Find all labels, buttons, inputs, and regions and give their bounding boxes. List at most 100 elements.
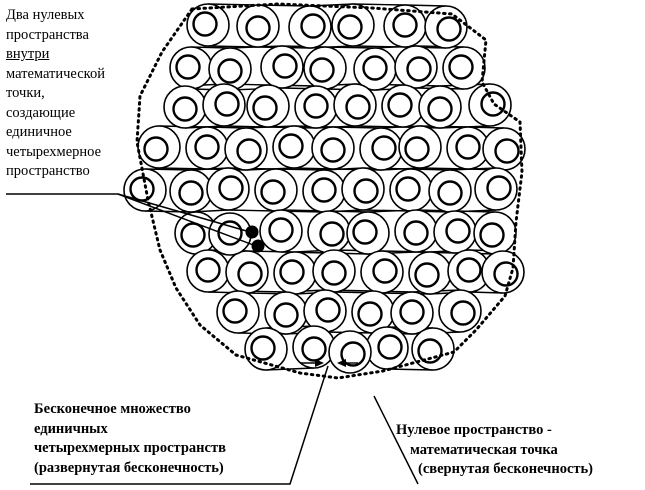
- label-bl-line: (развернутая бесконечность): [34, 459, 224, 476]
- dotted-boundary: [135, 2, 524, 380]
- space-cell: [365, 326, 409, 370]
- inner-ring: [345, 94, 371, 120]
- tube-edge: [207, 3, 259, 6]
- collapse-arrows: [300, 359, 358, 367]
- space-cell: [468, 83, 512, 127]
- space-cell: [307, 210, 351, 254]
- tube-edge: [144, 168, 192, 171]
- cells-group: [123, 3, 526, 374]
- label-top-line: Два нулевых: [6, 7, 85, 23]
- pointer-bottom-left-label: [30, 365, 329, 485]
- space-cell: [442, 46, 486, 90]
- tube-edge: [410, 168, 451, 171]
- label-infinite-set: Бесконечное множество единичных четырехм…: [34, 400, 226, 478]
- space-cell: [473, 211, 517, 255]
- inner-ring: [414, 262, 440, 288]
- space-cell: [390, 291, 434, 335]
- space-cell: [186, 3, 230, 47]
- space-cell: [292, 325, 336, 369]
- inner-ring: [192, 11, 218, 37]
- inner-ring: [362, 55, 388, 81]
- space-cell: [474, 167, 518, 211]
- inner-ring: [445, 218, 471, 244]
- space-cell: [216, 290, 260, 334]
- arrow-right-head: [315, 359, 324, 367]
- tube-edge: [352, 3, 406, 6]
- space-cell: [206, 167, 250, 211]
- label-br-line: Нулевое пространство -: [396, 422, 552, 438]
- space-cell: [202, 83, 246, 127]
- arrow-left-head: [337, 359, 346, 367]
- tube-edge: [275, 168, 325, 171]
- inner-ring: [371, 135, 397, 161]
- space-cell: [331, 3, 375, 47]
- label-two-zero-spaces: Два нулевых пространства внутри математи…: [6, 6, 105, 182]
- space-cell: [482, 127, 526, 171]
- space-cell: [208, 212, 252, 256]
- tube-edge: [419, 167, 469, 170]
- inner-ring: [315, 297, 341, 323]
- tube-edge: [454, 210, 496, 213]
- inner-ring: [195, 257, 221, 283]
- inner-ring: [494, 138, 520, 164]
- tube-edge: [404, 4, 447, 7]
- inner-ring: [214, 91, 240, 117]
- space-cell: [208, 47, 252, 91]
- label-br-line: (свернутая бесконечность): [418, 461, 594, 477]
- inner-ring: [340, 341, 366, 367]
- tube-edge: [293, 167, 334, 170]
- label-top-line: математической: [6, 65, 105, 82]
- inner-ring: [300, 13, 326, 39]
- space-cell: [246, 84, 290, 128]
- space-cell: [224, 127, 268, 171]
- inner-ring: [399, 299, 425, 325]
- label-top-line: создающие: [6, 104, 76, 121]
- space-cell: [169, 169, 213, 213]
- inner-ring: [217, 58, 243, 84]
- space-cell: [294, 85, 338, 129]
- inner-ring: [403, 220, 429, 246]
- space-cell: [411, 327, 455, 371]
- inner-ring: [237, 261, 263, 287]
- zero-space-dots: [245, 225, 265, 253]
- label-top-line: единичное: [6, 124, 72, 140]
- inner-ring: [357, 301, 383, 327]
- inner-ring: [273, 302, 299, 328]
- label-bl-line: четырехмерных пространств: [34, 440, 226, 456]
- space-cell: [303, 46, 347, 90]
- inner-ring: [143, 136, 169, 162]
- space-cell: [328, 330, 372, 374]
- space-cell: [259, 209, 303, 253]
- tube-edge: [158, 167, 208, 170]
- label-top-line: пространства: [6, 26, 89, 43]
- space-cell: [346, 211, 390, 255]
- space-cell: [383, 4, 427, 48]
- space-cell: [254, 168, 298, 212]
- inner-ring: [456, 257, 482, 283]
- inner-ring: [301, 336, 327, 362]
- tube-edge: [332, 126, 382, 129]
- inner-ring: [480, 91, 506, 117]
- inner-ring: [337, 14, 363, 40]
- space-cell: [137, 125, 181, 169]
- inner-ring: [406, 56, 432, 82]
- inner-ring: [493, 261, 519, 287]
- inner-ring: [450, 300, 476, 326]
- inner-ring: [320, 137, 346, 163]
- inner-ring: [427, 96, 453, 122]
- space-cell: [311, 126, 355, 170]
- label-bl-line: Бесконечное множество: [34, 401, 191, 417]
- space-cell: [389, 168, 433, 212]
- inner-ring: [455, 134, 481, 160]
- inner-ring: [260, 179, 286, 205]
- inner-ring: [245, 15, 271, 41]
- space-cell: [418, 85, 462, 129]
- inner-ring: [448, 54, 474, 80]
- space-cell: [447, 249, 491, 293]
- zero-space-dot-upper: [245, 225, 259, 239]
- space-cell: [163, 85, 207, 129]
- inner-ring: [279, 259, 305, 285]
- inner-ring: [437, 180, 463, 206]
- inner-ring: [180, 222, 206, 248]
